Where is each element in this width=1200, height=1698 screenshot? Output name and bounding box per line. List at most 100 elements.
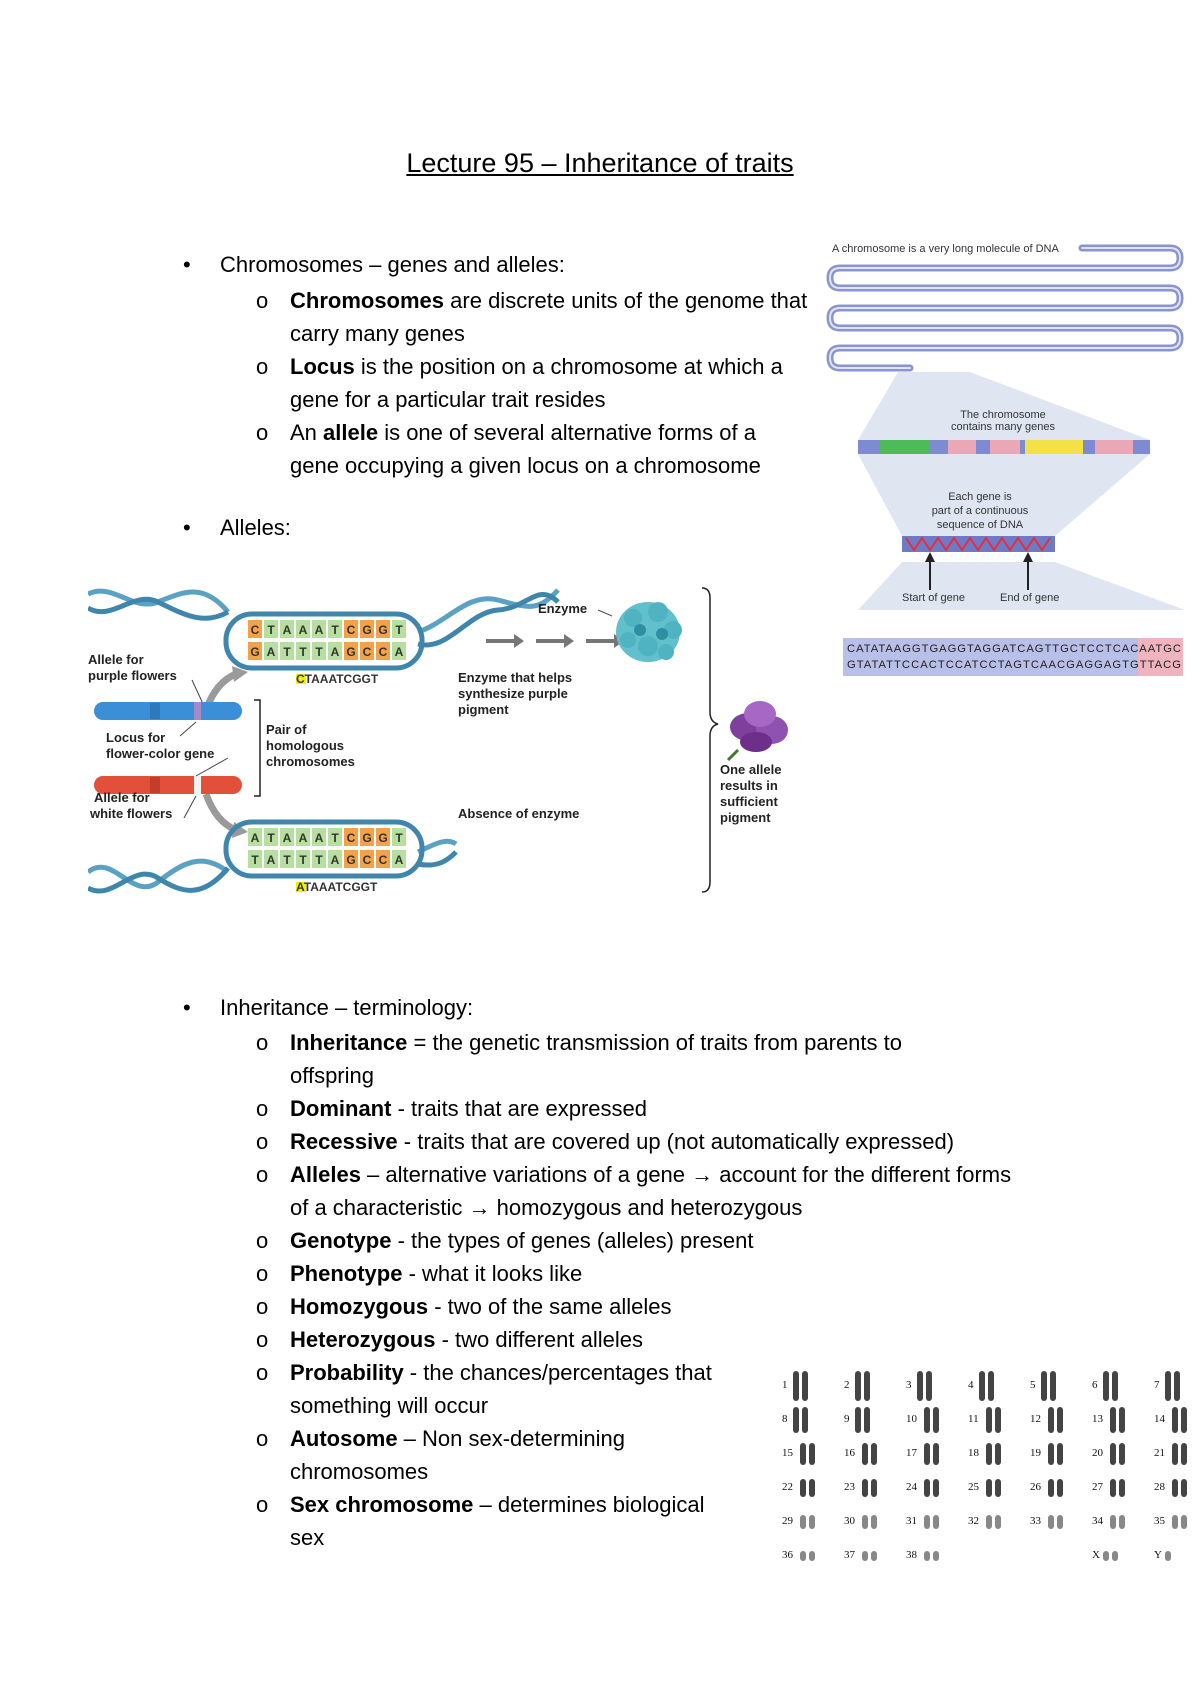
base-letter: A bbox=[315, 831, 324, 845]
chromosome-glyph bbox=[1165, 1371, 1171, 1401]
chromosome-glyph bbox=[1050, 1371, 1056, 1401]
base-letter: A bbox=[283, 831, 292, 845]
definition: – Non sex-determining chromosomes bbox=[290, 1426, 626, 1484]
karyotype-label: 25 bbox=[968, 1481, 980, 1493]
karyotype-label: 33 bbox=[1030, 1515, 1042, 1527]
dna-helix-top bbox=[88, 588, 560, 648]
karyotype-label: 28 bbox=[1154, 1481, 1166, 1493]
base-letter: A bbox=[331, 853, 340, 867]
base-letter: C bbox=[347, 831, 356, 845]
karyotype-label: 7 bbox=[1154, 1379, 1160, 1391]
base-cell bbox=[328, 620, 342, 638]
chromosome-glyph bbox=[986, 1407, 992, 1433]
chromosome-glyph bbox=[1048, 1407, 1054, 1433]
chromosome-glyph bbox=[871, 1479, 877, 1497]
chromosome-glyph bbox=[862, 1515, 868, 1529]
chromosome-glyph bbox=[1119, 1479, 1125, 1497]
chromosome-top-label: A chromosome is a very long molecule of … bbox=[832, 243, 1059, 255]
base-letter: T bbox=[331, 831, 339, 845]
base-cell bbox=[248, 828, 262, 846]
chromosome-glyph bbox=[1110, 1479, 1116, 1497]
base-letter: A bbox=[299, 623, 308, 637]
chromosome-glyph bbox=[1103, 1551, 1109, 1561]
karyotype-label: 16 bbox=[844, 1447, 856, 1459]
karyotype-label: 30 bbox=[844, 1515, 856, 1527]
base-letter: G bbox=[250, 645, 259, 659]
base-letter: A bbox=[283, 623, 292, 637]
chromosome-glyph bbox=[1057, 1515, 1063, 1529]
base-cell bbox=[296, 642, 310, 660]
base-letter: A bbox=[395, 645, 404, 659]
chromosome-glyph bbox=[1057, 1407, 1063, 1433]
chromosome-glyph bbox=[1181, 1443, 1187, 1465]
base-letter: A bbox=[331, 645, 340, 659]
bullet-dot: • bbox=[183, 515, 191, 540]
chromosome-glyph bbox=[809, 1551, 815, 1561]
chromosome-glyph bbox=[809, 1443, 815, 1465]
sub-bullet-marker: o bbox=[256, 1261, 269, 1286]
sub-bullet-marker: o bbox=[256, 1294, 269, 1319]
base-cell bbox=[296, 850, 310, 868]
base-letter: G bbox=[346, 645, 355, 659]
karyotype-label: 11 bbox=[968, 1413, 979, 1425]
chromosome-glyph bbox=[1110, 1443, 1116, 1465]
chromosome-glyph bbox=[995, 1407, 1001, 1433]
chromosome-glyph bbox=[793, 1407, 799, 1433]
base-letter: A bbox=[315, 623, 324, 637]
sub-bullet-marker: o bbox=[256, 1030, 269, 1055]
pair-label-1: Pair of bbox=[266, 722, 307, 737]
definition: – determines biological sex bbox=[290, 1492, 705, 1550]
sequence-top: CATATAAGGTGAGGTAGGATCAGTTGCTCCTCACAATGC bbox=[847, 643, 1181, 655]
base-letter: A bbox=[267, 853, 276, 867]
chromosome-glyph bbox=[986, 1515, 992, 1529]
one-allele-1: One allele bbox=[720, 762, 781, 777]
karyotype-label: Y bbox=[1154, 1549, 1162, 1561]
chromosome-glyph bbox=[988, 1371, 994, 1401]
chromosome-glyph bbox=[986, 1443, 992, 1465]
base-cell bbox=[360, 642, 374, 660]
base-letter: C bbox=[347, 623, 356, 637]
karyotype-label: 12 bbox=[1030, 1413, 1041, 1425]
chromosome-glyph bbox=[1172, 1515, 1178, 1529]
term: Chromosomes bbox=[290, 288, 445, 313]
karyotype-label: 14 bbox=[1154, 1413, 1166, 1425]
gene-label-2: part of a continuous bbox=[932, 505, 1029, 517]
chromosome-glyph bbox=[800, 1515, 806, 1529]
base-cell bbox=[312, 850, 326, 868]
chromosome-glyph bbox=[986, 1479, 992, 1497]
term: Heterozygous bbox=[290, 1327, 436, 1352]
karyotype-label: 20 bbox=[1092, 1447, 1104, 1459]
chromosome-glyph bbox=[1172, 1407, 1178, 1433]
base-cell bbox=[280, 850, 294, 868]
base-cell bbox=[376, 850, 390, 868]
chromosome-glyph bbox=[1103, 1371, 1109, 1401]
term: Phenotype bbox=[290, 1261, 403, 1286]
zoom-funnel-1 bbox=[858, 372, 1150, 440]
karyotype-label: 31 bbox=[906, 1515, 917, 1527]
chromosome-glyph bbox=[1172, 1443, 1178, 1465]
chromosome-glyph bbox=[995, 1479, 1001, 1497]
base-letter: C bbox=[363, 645, 372, 659]
purple-flower bbox=[726, 701, 788, 762]
definition: - two of the same alleles bbox=[428, 1294, 672, 1319]
base-letter: T bbox=[251, 853, 259, 867]
chromosome-glyph bbox=[1112, 1551, 1118, 1561]
base-letter: T bbox=[331, 623, 339, 637]
term: Probability bbox=[290, 1360, 404, 1385]
base-letter: G bbox=[378, 623, 387, 637]
chromosome-glyph bbox=[1057, 1443, 1063, 1465]
base-cell bbox=[392, 620, 406, 638]
term: Inheritance bbox=[290, 1030, 408, 1055]
chromosome-glyph bbox=[933, 1479, 939, 1497]
base-cell bbox=[344, 620, 358, 638]
base-letter: T bbox=[315, 645, 323, 659]
karyotype-label: 2 bbox=[844, 1379, 850, 1391]
dna-helix-strip bbox=[905, 536, 1051, 552]
sub-bullet-marker: o bbox=[256, 1360, 269, 1385]
base-cell bbox=[360, 620, 374, 638]
chromosome-red bbox=[94, 776, 242, 794]
base-cell bbox=[392, 828, 406, 846]
base-cell bbox=[264, 620, 278, 638]
